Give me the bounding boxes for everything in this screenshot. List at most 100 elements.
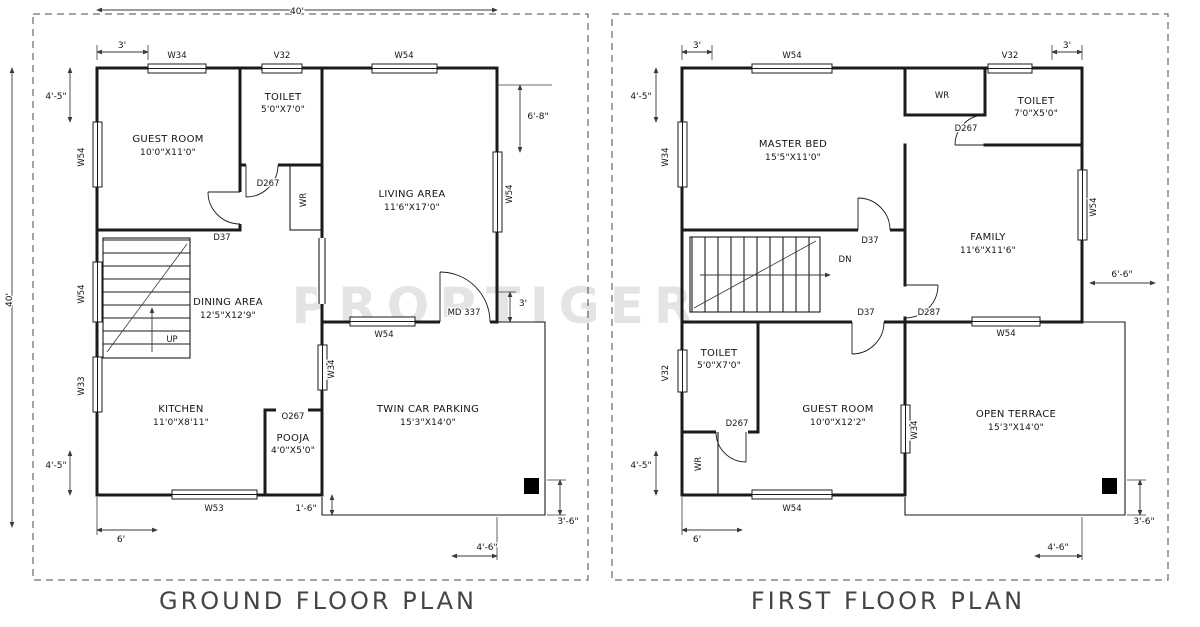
room-size: 15'3"X14'0" bbox=[400, 418, 456, 428]
window-label: W54 bbox=[996, 329, 1015, 339]
room-name: GUEST ROOM bbox=[132, 134, 203, 145]
dim-left-upper: 4'-5" bbox=[45, 92, 66, 102]
first-door-gaps bbox=[716, 226, 890, 437]
window-label: W34 bbox=[167, 51, 186, 61]
ground-door-gaps bbox=[235, 160, 490, 414]
window-label: W54 bbox=[374, 330, 393, 340]
ground-stairs bbox=[102, 237, 191, 359]
first-floor-plan: 3' 3' 4'-5" 4'-5" 6'-6" 6' 4'-6" 3'-6" W… bbox=[611, 13, 1169, 581]
dim-bottom-right: 4'-6" bbox=[476, 543, 497, 553]
ground-floor-plan: 40' 40' 3' 4'-5" 6'-8" 3' 4'-5" 6' 1'-6"… bbox=[4, 6, 589, 581]
window-label: W34 bbox=[327, 359, 337, 378]
door-label: D37 bbox=[861, 236, 878, 246]
window-label: W54 bbox=[77, 147, 87, 166]
window-label: W54 bbox=[782, 504, 801, 514]
dim-width: 40' bbox=[290, 7, 304, 17]
room-size: 15'5"X11'0" bbox=[765, 153, 821, 163]
room-size: 12'5"X12'9" bbox=[200, 311, 256, 321]
door-label: MD 337 bbox=[448, 308, 481, 318]
dim-top-right: 3' bbox=[1063, 41, 1071, 51]
dim-left-upper: 4'-5" bbox=[630, 92, 651, 102]
room-name: TWIN CAR PARKING bbox=[376, 404, 479, 415]
room-size: 11'0"X8'11" bbox=[153, 418, 209, 428]
ground-windows bbox=[92, 63, 503, 500]
first-floor-title: FIRST FLOOR PLAN bbox=[751, 587, 1025, 615]
wardrobe-label: WR bbox=[299, 193, 309, 207]
room-name: DINING AREA bbox=[193, 297, 263, 308]
dim-bottom-right: 4'-6" bbox=[1047, 543, 1068, 553]
ground-floor-title: GROUND FLOOR PLAN bbox=[159, 587, 477, 615]
room-size: 7'0"X5'0" bbox=[1014, 109, 1058, 119]
dim-right-lower: 3'-6" bbox=[557, 517, 578, 527]
dim-top-offset: 3' bbox=[118, 41, 126, 51]
room-name: TOILET bbox=[264, 92, 302, 103]
room-name: KITCHEN bbox=[158, 404, 203, 415]
room-size: 11'6"X17'0" bbox=[384, 203, 440, 213]
room-name: LIVING AREA bbox=[379, 189, 446, 200]
room-size: 10'0"X12'2" bbox=[810, 418, 866, 428]
window-label: W54 bbox=[782, 51, 801, 61]
plot-boundary bbox=[611, 13, 1169, 581]
window-label: W54 bbox=[505, 184, 515, 203]
room-name: MASTER BED bbox=[759, 139, 827, 150]
window-label: W34 bbox=[910, 420, 920, 439]
room-name: GUEST ROOM bbox=[802, 404, 873, 415]
first-doors bbox=[715, 114, 986, 463]
parking-boundary bbox=[321, 321, 546, 516]
column-block bbox=[524, 478, 539, 494]
living-opening bbox=[318, 238, 326, 304]
room-name: POOJA bbox=[277, 433, 310, 444]
wardrobe-box bbox=[289, 164, 323, 231]
dim-top-left: 3' bbox=[693, 41, 701, 51]
ground-doors bbox=[207, 164, 491, 323]
window-label: W54 bbox=[77, 284, 87, 303]
first-windows bbox=[677, 63, 1088, 500]
dim-height: 40' bbox=[5, 293, 15, 307]
door-label: D37 bbox=[213, 233, 230, 243]
room-size: 11'6"X11'6" bbox=[960, 246, 1016, 256]
room-size: 5'0"X7'0" bbox=[697, 361, 741, 371]
first-dimension-lines bbox=[653, 45, 1156, 560]
room-size: 4'0"X5'0" bbox=[271, 446, 315, 456]
door-label: D37 bbox=[857, 308, 874, 318]
room-size: 10'0"X11'0" bbox=[140, 148, 196, 158]
column-block bbox=[1102, 478, 1117, 494]
room-size: 5'0"X7'0" bbox=[261, 105, 305, 115]
door-label: D267 bbox=[955, 124, 978, 134]
room-size: 15'3"X14'0" bbox=[988, 423, 1044, 433]
door-label: D267 bbox=[726, 419, 749, 429]
dim-right-lower: 3'-6" bbox=[1133, 517, 1154, 527]
dim-bottom-left: 6' bbox=[693, 535, 701, 545]
plot-boundary bbox=[32, 13, 589, 581]
dim-left-lower: 4'-5" bbox=[45, 461, 66, 471]
door-label: O267 bbox=[282, 412, 305, 422]
dim-left-lower: 4'-5" bbox=[630, 461, 651, 471]
stairs-up-label: UP bbox=[166, 335, 177, 345]
window-label: V32 bbox=[274, 51, 291, 61]
dim-right-upper: 6'-8" bbox=[527, 112, 548, 122]
stairs-down-label: DN bbox=[839, 255, 852, 265]
dim-right-mid: 6'-6" bbox=[1111, 270, 1132, 280]
window-label: W34 bbox=[661, 147, 671, 166]
first-stairs bbox=[689, 236, 831, 313]
room-name: TOILET bbox=[1017, 96, 1055, 107]
ground-dimension-lines bbox=[9, 7, 566, 560]
room-name: TOILET bbox=[700, 348, 738, 359]
door-label: D287 bbox=[918, 308, 941, 318]
window-label: W53 bbox=[204, 504, 223, 514]
wardrobe-label: WR bbox=[694, 457, 704, 471]
door-label: D267 bbox=[257, 179, 280, 189]
window-label: V32 bbox=[661, 365, 671, 382]
dim-bottom-left: 6' bbox=[117, 535, 125, 545]
terrace-boundary bbox=[904, 321, 1126, 516]
room-name: FAMILY bbox=[970, 232, 1006, 243]
window-label: W33 bbox=[77, 376, 87, 395]
wardrobe-label: WR bbox=[935, 91, 949, 101]
room-name: OPEN TERRACE bbox=[976, 409, 1056, 420]
window-label: V32 bbox=[1002, 51, 1019, 61]
dim-right-mid: 3' bbox=[519, 299, 527, 309]
window-label: W54 bbox=[394, 51, 413, 61]
window-label: W54 bbox=[1089, 197, 1099, 216]
